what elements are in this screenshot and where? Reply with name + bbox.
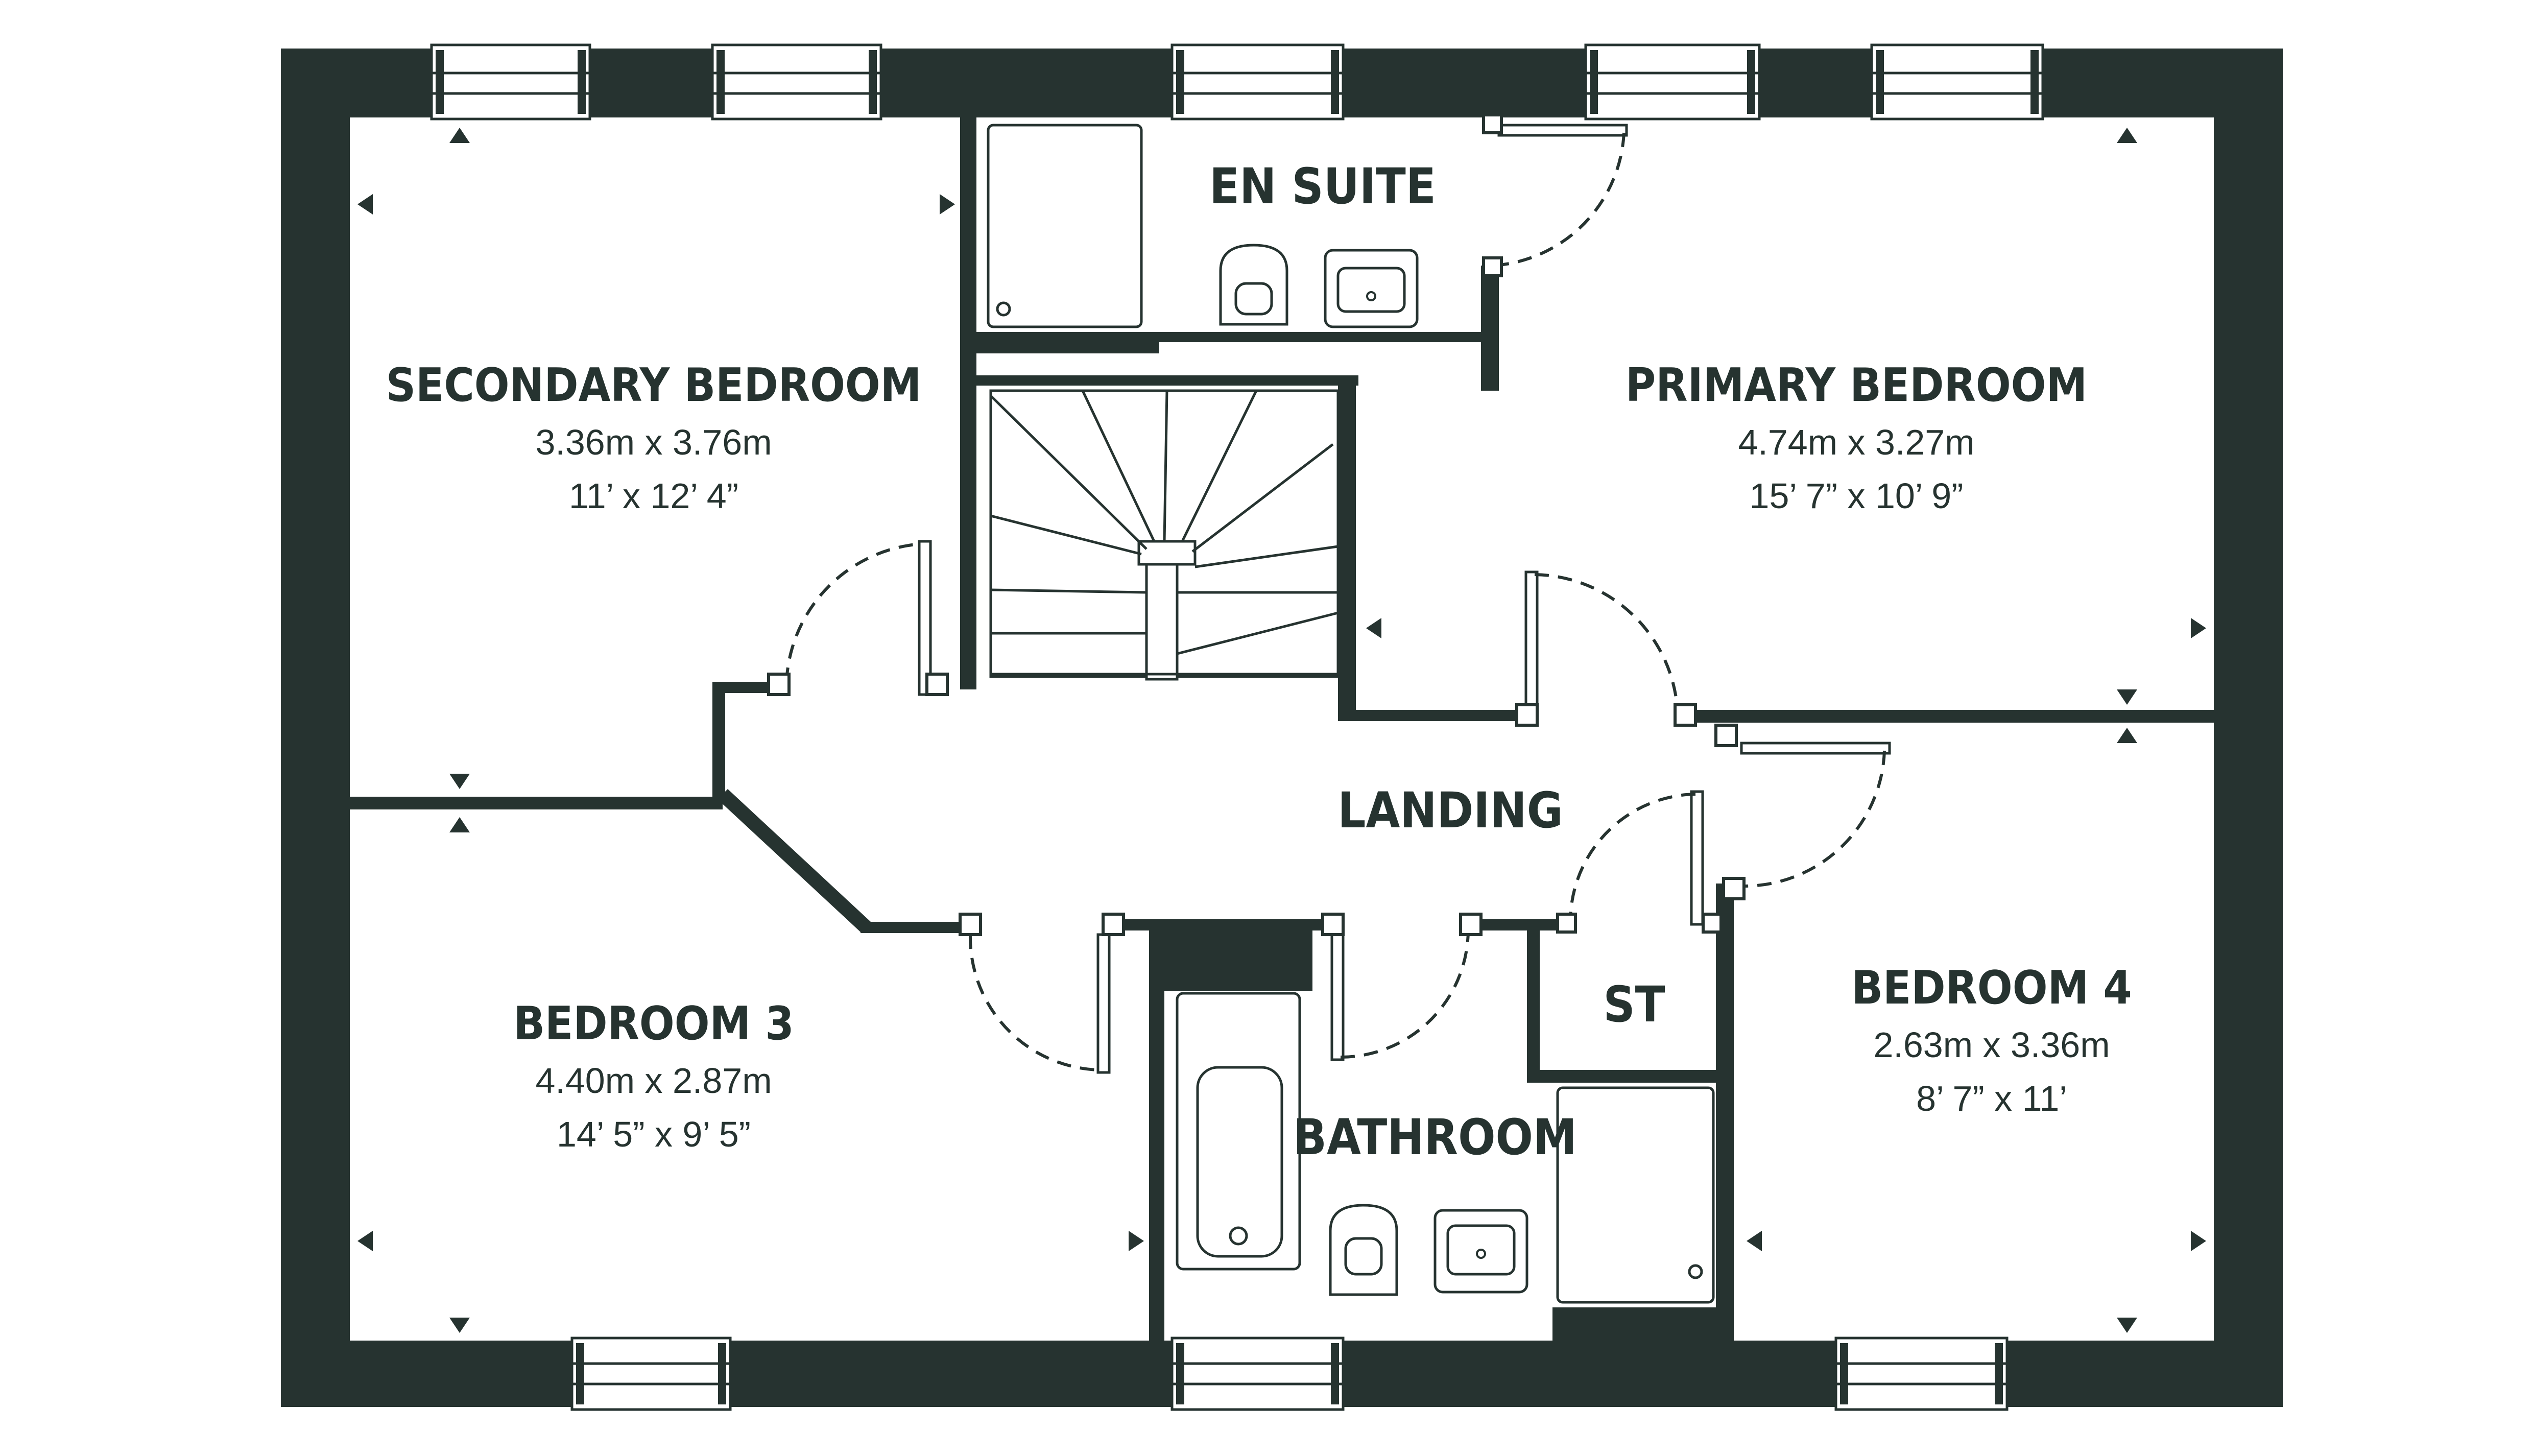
room-name-secondary-bedroom: SECONDARY BEDROOM (386, 359, 922, 412)
room-metric-primary-bedroom: 4.74m x 3.27m (1738, 422, 1975, 462)
staircase (989, 389, 1340, 681)
room-name-en-suite: EN SUITE (1209, 158, 1436, 215)
windows-top (430, 43, 2044, 121)
room-imperial-primary-bedroom: 15’ 7” x 10’ 9” (1750, 476, 1964, 516)
room-name-bathroom: BATHROOM (1293, 1109, 1577, 1166)
room-metric-bedroom-4: 2.63m x 3.36m (1874, 1025, 2110, 1065)
room-name-primary-bedroom: PRIMARY BEDROOM (1626, 359, 2087, 412)
windows-bottom (570, 1336, 2009, 1411)
room-imperial-bedroom-4: 8’ 7” x 11’ (1916, 1079, 2067, 1118)
room-imperial-secondary-bedroom: 11’ x 12’ 4” (569, 476, 738, 516)
dimension-markers (357, 128, 2206, 1333)
room-name-bedroom-3: BEDROOM 3 (513, 997, 794, 1051)
room-name-landing: LANDING (1337, 782, 1563, 839)
interior-walls (350, 117, 2216, 1343)
room-metric-secondary-bedroom: 3.36m x 3.76m (536, 422, 772, 462)
doors (767, 113, 1891, 1074)
room-metric-bedroom-3: 4.40m x 2.87m (536, 1061, 772, 1101)
room-name-bedroom-4: BEDROOM 4 (1851, 961, 2132, 1015)
room-labels: EN SUITE SECONDARY BEDROOM 3.36m x 3.76m… (386, 158, 2132, 1166)
fixtures (987, 124, 1715, 1304)
room-imperial-bedroom-3: 14’ 5” x 9’ 5” (557, 1114, 751, 1154)
room-name-st: ST (1603, 976, 1665, 1033)
